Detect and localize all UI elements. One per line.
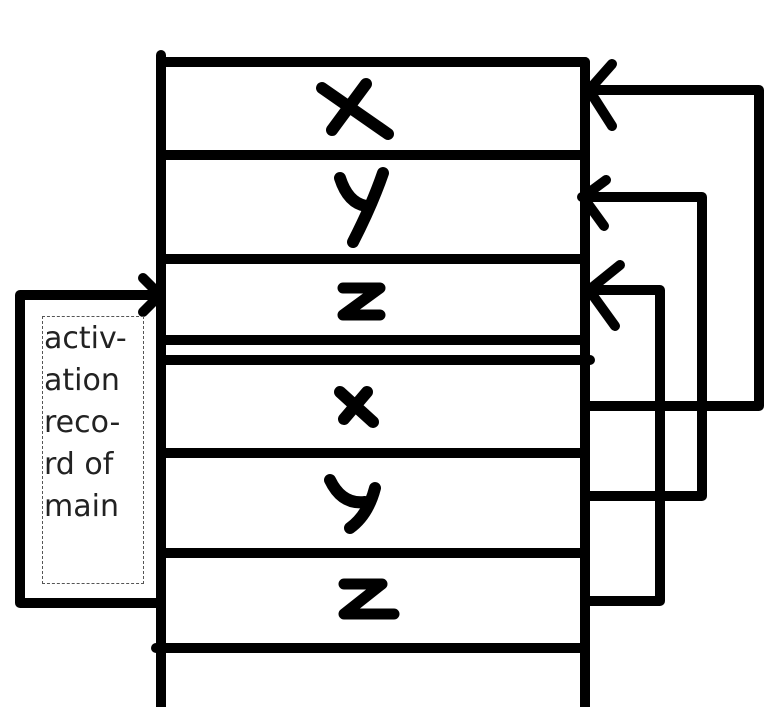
- cell-letter-y-upper: [334, 167, 389, 248]
- activation-bracket-arrowhead: [138, 273, 165, 317]
- cell-letter-x-upper: [316, 78, 394, 140]
- cell-letter-z-lower: [338, 578, 400, 620]
- pointer-arrow-x: [580, 85, 764, 411]
- pointer-arrow-z: [580, 285, 665, 606]
- pointer-arrow-x-head: [584, 59, 617, 131]
- pointer-arrow-z-head: [584, 260, 625, 331]
- cell-label: x: [0, 0, 1, 1]
- pointer-arrow-y: [577, 192, 707, 501]
- activation-bracket: [15, 290, 163, 608]
- activation-record-note[interactable]: activ- ation reco- rd of main: [42, 316, 144, 584]
- pointer-arrow-y-head: [578, 175, 611, 231]
- cell-letter-x-lower: [334, 386, 379, 428]
- cell-letter-z-upper: [337, 282, 386, 321]
- cell-letter-y-lower: [324, 474, 381, 534]
